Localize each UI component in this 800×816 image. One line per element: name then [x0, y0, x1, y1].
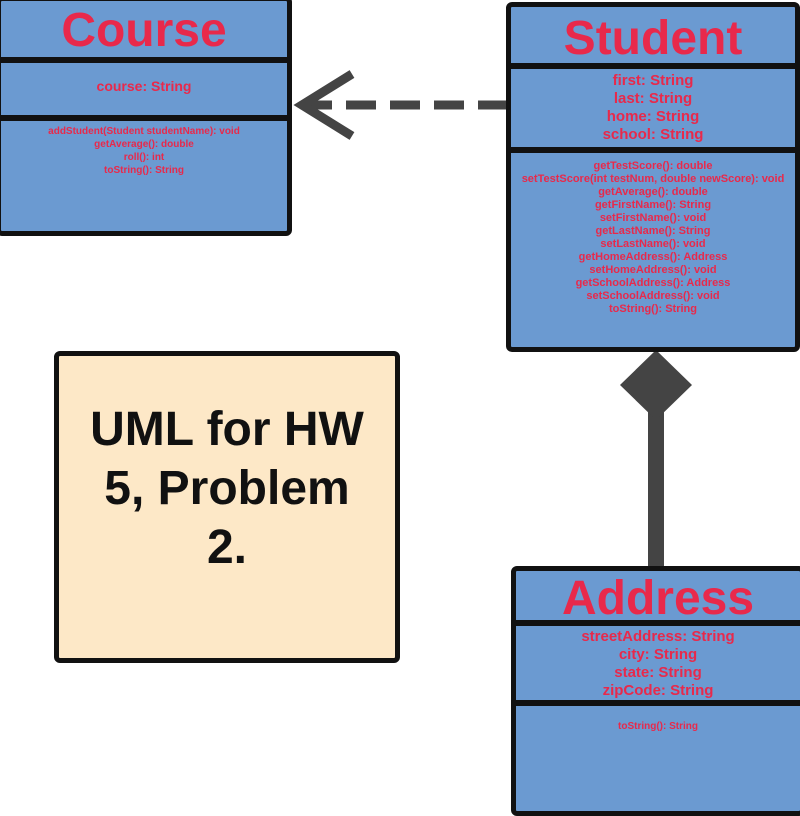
student-operation: getFirstName(): String: [594, 199, 712, 211]
student-operation: toString(): String: [609, 303, 697, 315]
address-name-divider: [516, 620, 800, 626]
student-attribute: first: String: [612, 72, 694, 89]
address-operations: toString(): String: [516, 720, 800, 733]
student-operation: setSchoolAddress(): void: [586, 290, 720, 302]
student-operation: setFirstName(): void: [599, 212, 707, 224]
address-class-box[interactable]: Address streetAddress: String city: Stri…: [511, 566, 800, 816]
note-line: 5, Problem: [104, 462, 350, 515]
open-arrowhead-icon: [293, 70, 355, 140]
student-operation: getTestScore(): double: [593, 160, 713, 172]
note-text: UML for HW 5, Problem 2.: [59, 400, 395, 577]
course-class-name: Course: [61, 4, 227, 57]
course-attribute: course: String: [96, 78, 192, 94]
address-attribute: zipCode: String: [602, 682, 714, 699]
student-attribute: home: String: [606, 108, 700, 125]
composition-student-address: [620, 350, 692, 568]
course-operation: addStudent(Student studentName): void: [48, 126, 240, 137]
student-attributes: first: String last: String home: String …: [511, 72, 795, 144]
course-operations: addStudent(Student studentName): void ge…: [1, 125, 287, 177]
address-attribute: state: String: [614, 664, 702, 681]
course-class-box[interactable]: Course course: String addStudent(Student…: [0, 0, 292, 236]
address-class-name: Address: [561, 572, 755, 625]
student-attributes-divider: [511, 147, 795, 153]
student-operations: getTestScore(): double setTestScore(int …: [511, 160, 795, 316]
student-attribute: last: String: [613, 90, 693, 107]
address-attribute: city: String: [618, 646, 698, 663]
student-operation: setHomeAddress(): void: [589, 264, 717, 276]
address-operation: toString(): String: [618, 721, 698, 732]
student-operation: getSchoolAddress(): Address: [575, 277, 731, 289]
course-operation: roll(): int: [123, 152, 165, 163]
address-attribute: streetAddress: String: [581, 628, 735, 645]
student-operation: getAverage(): double: [598, 186, 708, 198]
course-operation: toString(): String: [104, 165, 184, 176]
student-operation: setLastName(): void: [600, 238, 706, 250]
address-attributes-divider: [516, 700, 800, 706]
student-operation: setTestScore(int testNum, double newScor…: [521, 173, 785, 185]
course-attributes: course: String: [1, 77, 287, 95]
student-attribute: school: String: [602, 126, 704, 143]
course-operation: getAverage(): double: [94, 139, 194, 150]
course-name-divider: [1, 57, 287, 63]
student-name-divider: [511, 63, 795, 69]
student-class-box[interactable]: Student first: String last: String home:…: [506, 2, 800, 352]
address-attributes: streetAddress: String city: String state…: [516, 628, 800, 700]
student-class-name: Student: [563, 12, 743, 65]
dependency-student-to-course: [293, 70, 506, 140]
note-line: UML for HW: [90, 403, 364, 456]
note-box[interactable]: UML for HW 5, Problem 2.: [54, 351, 400, 663]
student-operation: getLastName(): String: [595, 225, 711, 237]
note-line: 2.: [206, 521, 248, 574]
filled-diamond-icon: [620, 350, 692, 420]
student-operation: getHomeAddress(): Address: [578, 251, 728, 263]
course-attributes-divider: [1, 115, 287, 121]
